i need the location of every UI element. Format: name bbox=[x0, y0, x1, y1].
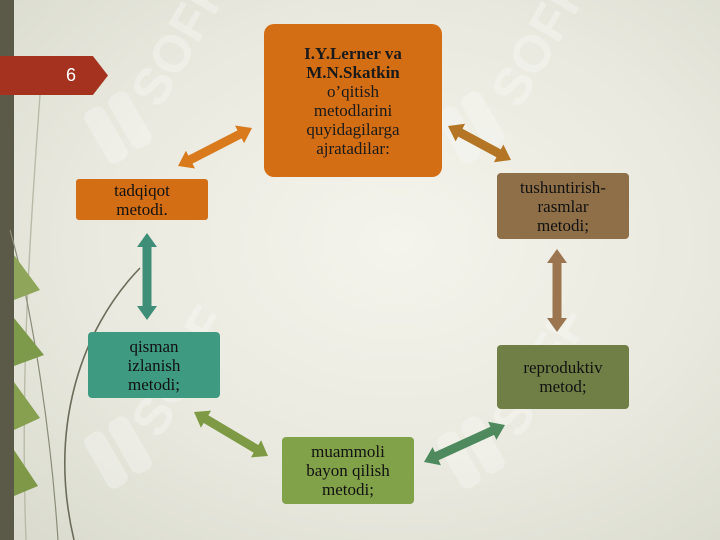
method-label: muammoli bbox=[311, 442, 385, 461]
watermark-logo-icon bbox=[84, 416, 152, 489]
left-decor-strip bbox=[0, 0, 14, 540]
center-line: o’qitish bbox=[327, 81, 379, 101]
center-line: ajratadilar: bbox=[316, 138, 390, 158]
method-label: tushuntirish- bbox=[520, 177, 606, 197]
center-line: metodlarini bbox=[313, 100, 393, 120]
page-number: 6 bbox=[66, 65, 77, 85]
arrow-tushuntirish-reproduktiv bbox=[547, 249, 567, 332]
arrow-center-tushuntirish bbox=[448, 123, 511, 163]
method-box-tadqiqot: tadqiqot metodi. bbox=[76, 179, 208, 220]
arrow-reproduktiv-muammoli bbox=[424, 421, 505, 466]
watermark-logo-icon bbox=[437, 416, 505, 489]
method-label: metod; bbox=[539, 377, 587, 396]
method-box-qisman: qisman izlanish metodi; bbox=[88, 332, 220, 398]
method-label: izlanish bbox=[127, 355, 181, 375]
method-label: qisman bbox=[129, 336, 179, 356]
watermark-logo-icon bbox=[84, 91, 152, 164]
method-label: metodi; bbox=[322, 480, 374, 499]
page-number-tag bbox=[0, 56, 108, 95]
center-title-box: I.Y.Lerner va M.N.Skatkin o’qitish metod… bbox=[264, 24, 442, 177]
method-label: rasmlar bbox=[537, 196, 589, 216]
method-label: bayon qilish bbox=[306, 461, 390, 480]
method-label: tadqiqot bbox=[114, 180, 170, 200]
method-box-tushuntirish: tushuntirish- rasmlar metodi; bbox=[497, 173, 629, 239]
arrow-center-tadqiqot bbox=[178, 125, 252, 169]
method-label: reproduktiv bbox=[523, 358, 603, 377]
center-bold-line: I.Y.Lerner va bbox=[304, 43, 402, 63]
method-label: metodi. bbox=[116, 199, 168, 219]
center-line: quyidagilarga bbox=[306, 119, 400, 139]
arrow-muammoli-qisman bbox=[194, 410, 268, 458]
method-box-muammoli: muammoli bayon qilish metodi; bbox=[282, 437, 414, 504]
method-label: metodi; bbox=[128, 374, 180, 394]
method-label: metodi; bbox=[537, 215, 589, 235]
arrow-qisman-tadqiqot bbox=[137, 233, 157, 320]
center-bold-line: M.N.Skatkin bbox=[306, 62, 400, 82]
method-box-reproduktiv: reproduktiv metod; bbox=[497, 345, 629, 409]
